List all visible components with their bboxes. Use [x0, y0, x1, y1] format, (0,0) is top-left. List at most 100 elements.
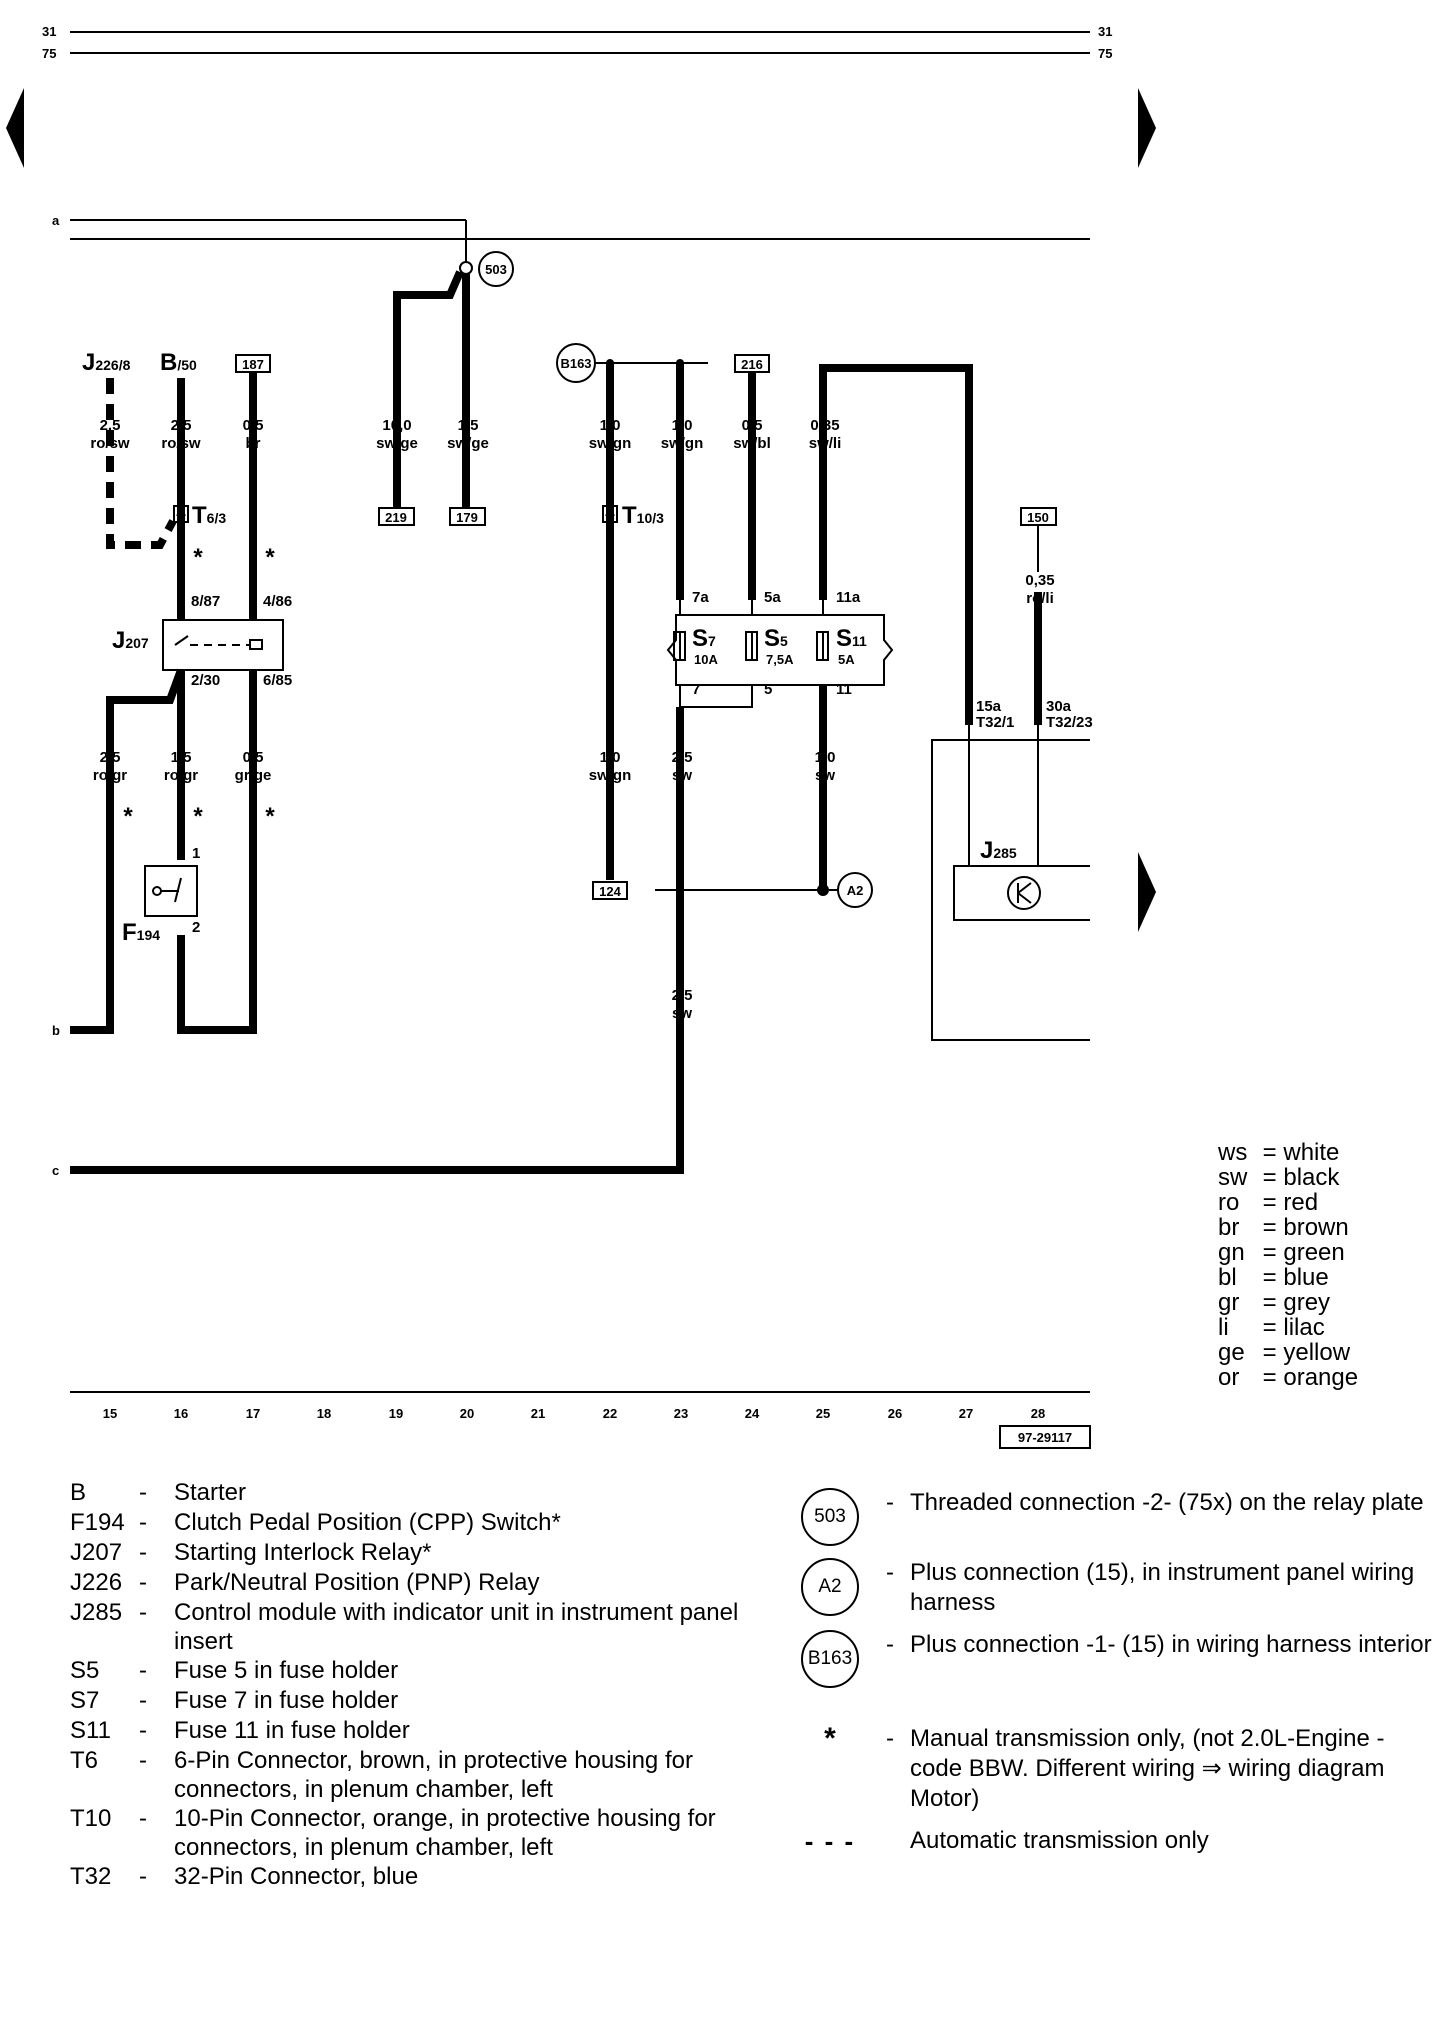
- connector-T10-symbol: [602, 505, 618, 523]
- ref-box-187: [235, 354, 271, 373]
- wire-label-size-w15: 2,5: [672, 749, 693, 766]
- symbol-legend-symbol-dashed: - - -: [790, 1826, 870, 1856]
- circle-A2-label: A2: [847, 883, 864, 898]
- wire-label-size-w10: 0,35: [1025, 572, 1054, 589]
- instrument-cluster-outline: [931, 739, 1090, 1041]
- color-code: gn: [1218, 1239, 1245, 1266]
- legend-code: T6: [70, 1747, 99, 1774]
- circle-503-icon: 503: [801, 1488, 859, 1546]
- ruler-label: 21: [531, 1406, 545, 1421]
- legend-code: J207: [70, 1539, 123, 1566]
- star-marker: *: [193, 544, 203, 571]
- legend-row-dashed: - - - Automatic transmission only: [790, 1826, 1440, 1856]
- color-name: brown: [1283, 1214, 1349, 1241]
- legend-desc: Starting Interlock Relay*: [174, 1539, 432, 1566]
- wire-label-color-w9: sw/li: [809, 435, 842, 452]
- legend-desc: Control module with indicator unit in in…: [174, 1599, 739, 1655]
- legend-code: F194: [70, 1509, 125, 1536]
- wire-label-color-w7: sw/gn: [661, 435, 704, 452]
- wire-b-line: [70, 668, 185, 1034]
- relay-J207-contact: [174, 635, 189, 646]
- legend-row-503: 503 - Threaded connection -2- (75x) on t…: [790, 1488, 1440, 1546]
- pin-T32-23: T32/23: [1046, 714, 1093, 731]
- star-marker: *: [265, 544, 275, 571]
- legend-dash: -: [139, 1509, 147, 1536]
- legend-desc: 6-Pin Connector, brown, in protective ho…: [174, 1747, 693, 1803]
- color-key-row: sw = black: [1218, 1164, 1340, 1191]
- ref-box-187-label: 187: [242, 357, 264, 372]
- ruler-label: 27: [959, 1406, 973, 1421]
- legend-row: T10-10-Pin Connector, orange, in protect…: [70, 1804, 770, 1862]
- legend-row: J207-Starting Interlock Relay*: [70, 1538, 770, 1568]
- color-name: black: [1283, 1164, 1340, 1191]
- legend-dash: -: [139, 1539, 147, 1566]
- color-code: sw: [1218, 1164, 1248, 1191]
- prev-page-arrow-icon[interactable]: [6, 88, 24, 168]
- pin-15a: 15a: [976, 698, 1002, 715]
- legend-dash: -: [139, 1479, 147, 1506]
- legend-desc: Fuse 7 in fuse holder: [174, 1687, 399, 1714]
- legend-row: J285-Control module with indicator unit …: [70, 1598, 770, 1656]
- legend-desc: Fuse 5 in fuse holder: [174, 1657, 399, 1684]
- wire-label-size-w6: 1,0: [600, 417, 621, 434]
- legend-code: S11: [70, 1717, 111, 1744]
- ruler-label: 26: [888, 1406, 902, 1421]
- continue-arrow-icon[interactable]: [1138, 852, 1156, 932]
- legend-desc: Automatic transmission only: [910, 1827, 1209, 1854]
- ruler-label: 17: [246, 1406, 260, 1421]
- legend-row: S5-Fuse 5 in fuse holder: [70, 1656, 770, 1686]
- legend-code: T10: [70, 1805, 112, 1832]
- legend-row-B163: B163 - Plus connection -1- (15) in wirin…: [790, 1630, 1440, 1688]
- legend-row: S11 -Fuse 11 in fuse holder: [70, 1716, 770, 1746]
- color-key-row: bl = blue: [1218, 1264, 1329, 1291]
- legend-desc: Plus connection -1- (15) in wiring harne…: [910, 1631, 1432, 1658]
- color-key-row: br = brown: [1218, 1214, 1349, 1241]
- wire-label-color-w17: sw: [672, 1005, 692, 1022]
- color-name: red: [1283, 1189, 1319, 1216]
- wire-label-size-w8: 0,5: [742, 417, 763, 434]
- wire-label-size-w16: 1,0: [815, 749, 836, 766]
- fuse-S5-rating: 7,5A: [766, 652, 794, 667]
- ruler-label: 28: [1031, 1406, 1045, 1421]
- switch-F194-box: [144, 865, 198, 917]
- circle-B163-icon: B163: [801, 1630, 859, 1688]
- pin-30a: 30a: [1046, 698, 1072, 715]
- legend-desc: Fuse 11 in fuse holder: [174, 1717, 410, 1744]
- legend-dash: -: [139, 1805, 147, 1832]
- symbol-legend-symbol-star: *: [790, 1724, 870, 1814]
- wire-label-size-w4: 10,0: [382, 417, 411, 434]
- legend-row-A2: A2 - Plus connection (15), in instrument…: [790, 1558, 1440, 1618]
- page-number-top-right: 31: [1098, 24, 1112, 39]
- wire-label-color-w10: ro/li: [1026, 590, 1054, 607]
- fuse-S11-rating: 5A: [838, 652, 855, 667]
- pin-5a: 5a: [764, 589, 781, 606]
- ruler-label: 15: [103, 1406, 117, 1421]
- circle-503: [478, 251, 514, 287]
- color-key-row: gn = green: [1218, 1239, 1345, 1266]
- legend-dash: -: [886, 1725, 894, 1752]
- wire-color-key: ws = white sw = black ro = red br = brow…: [1218, 1140, 1438, 1390]
- legend-dash: -: [139, 1687, 147, 1714]
- transistor-collector: [1017, 882, 1032, 894]
- line-label-b: b: [52, 1023, 60, 1038]
- ruler-label: 20: [460, 1406, 474, 1421]
- line-label-a: a: [52, 213, 60, 228]
- legend-dash: -: [139, 1599, 147, 1626]
- legend-row: B-Starter: [70, 1478, 770, 1508]
- wire-label-size-w7: 1,0: [672, 417, 693, 434]
- component-J226: J226/8: [82, 349, 131, 376]
- legend-dash: -: [139, 1717, 147, 1744]
- pin-T32-1: T32/1: [976, 714, 1014, 731]
- ref-box-219: [378, 507, 415, 526]
- color-key-row: or = orange: [1218, 1364, 1359, 1391]
- next-page-arrow-icon[interactable]: [1138, 88, 1156, 168]
- ref-box-216-label: 216: [741, 357, 763, 372]
- circle-503-label: 503: [485, 262, 507, 277]
- color-name: orange: [1283, 1364, 1359, 1391]
- ruler-label: 22: [603, 1406, 617, 1421]
- legend-desc: Starter: [174, 1479, 247, 1506]
- ref-box-124: [592, 881, 628, 900]
- pin-7a: 7a: [692, 589, 709, 606]
- legend-dash: -: [139, 1863, 147, 1890]
- fuse-holder-box: [666, 614, 894, 686]
